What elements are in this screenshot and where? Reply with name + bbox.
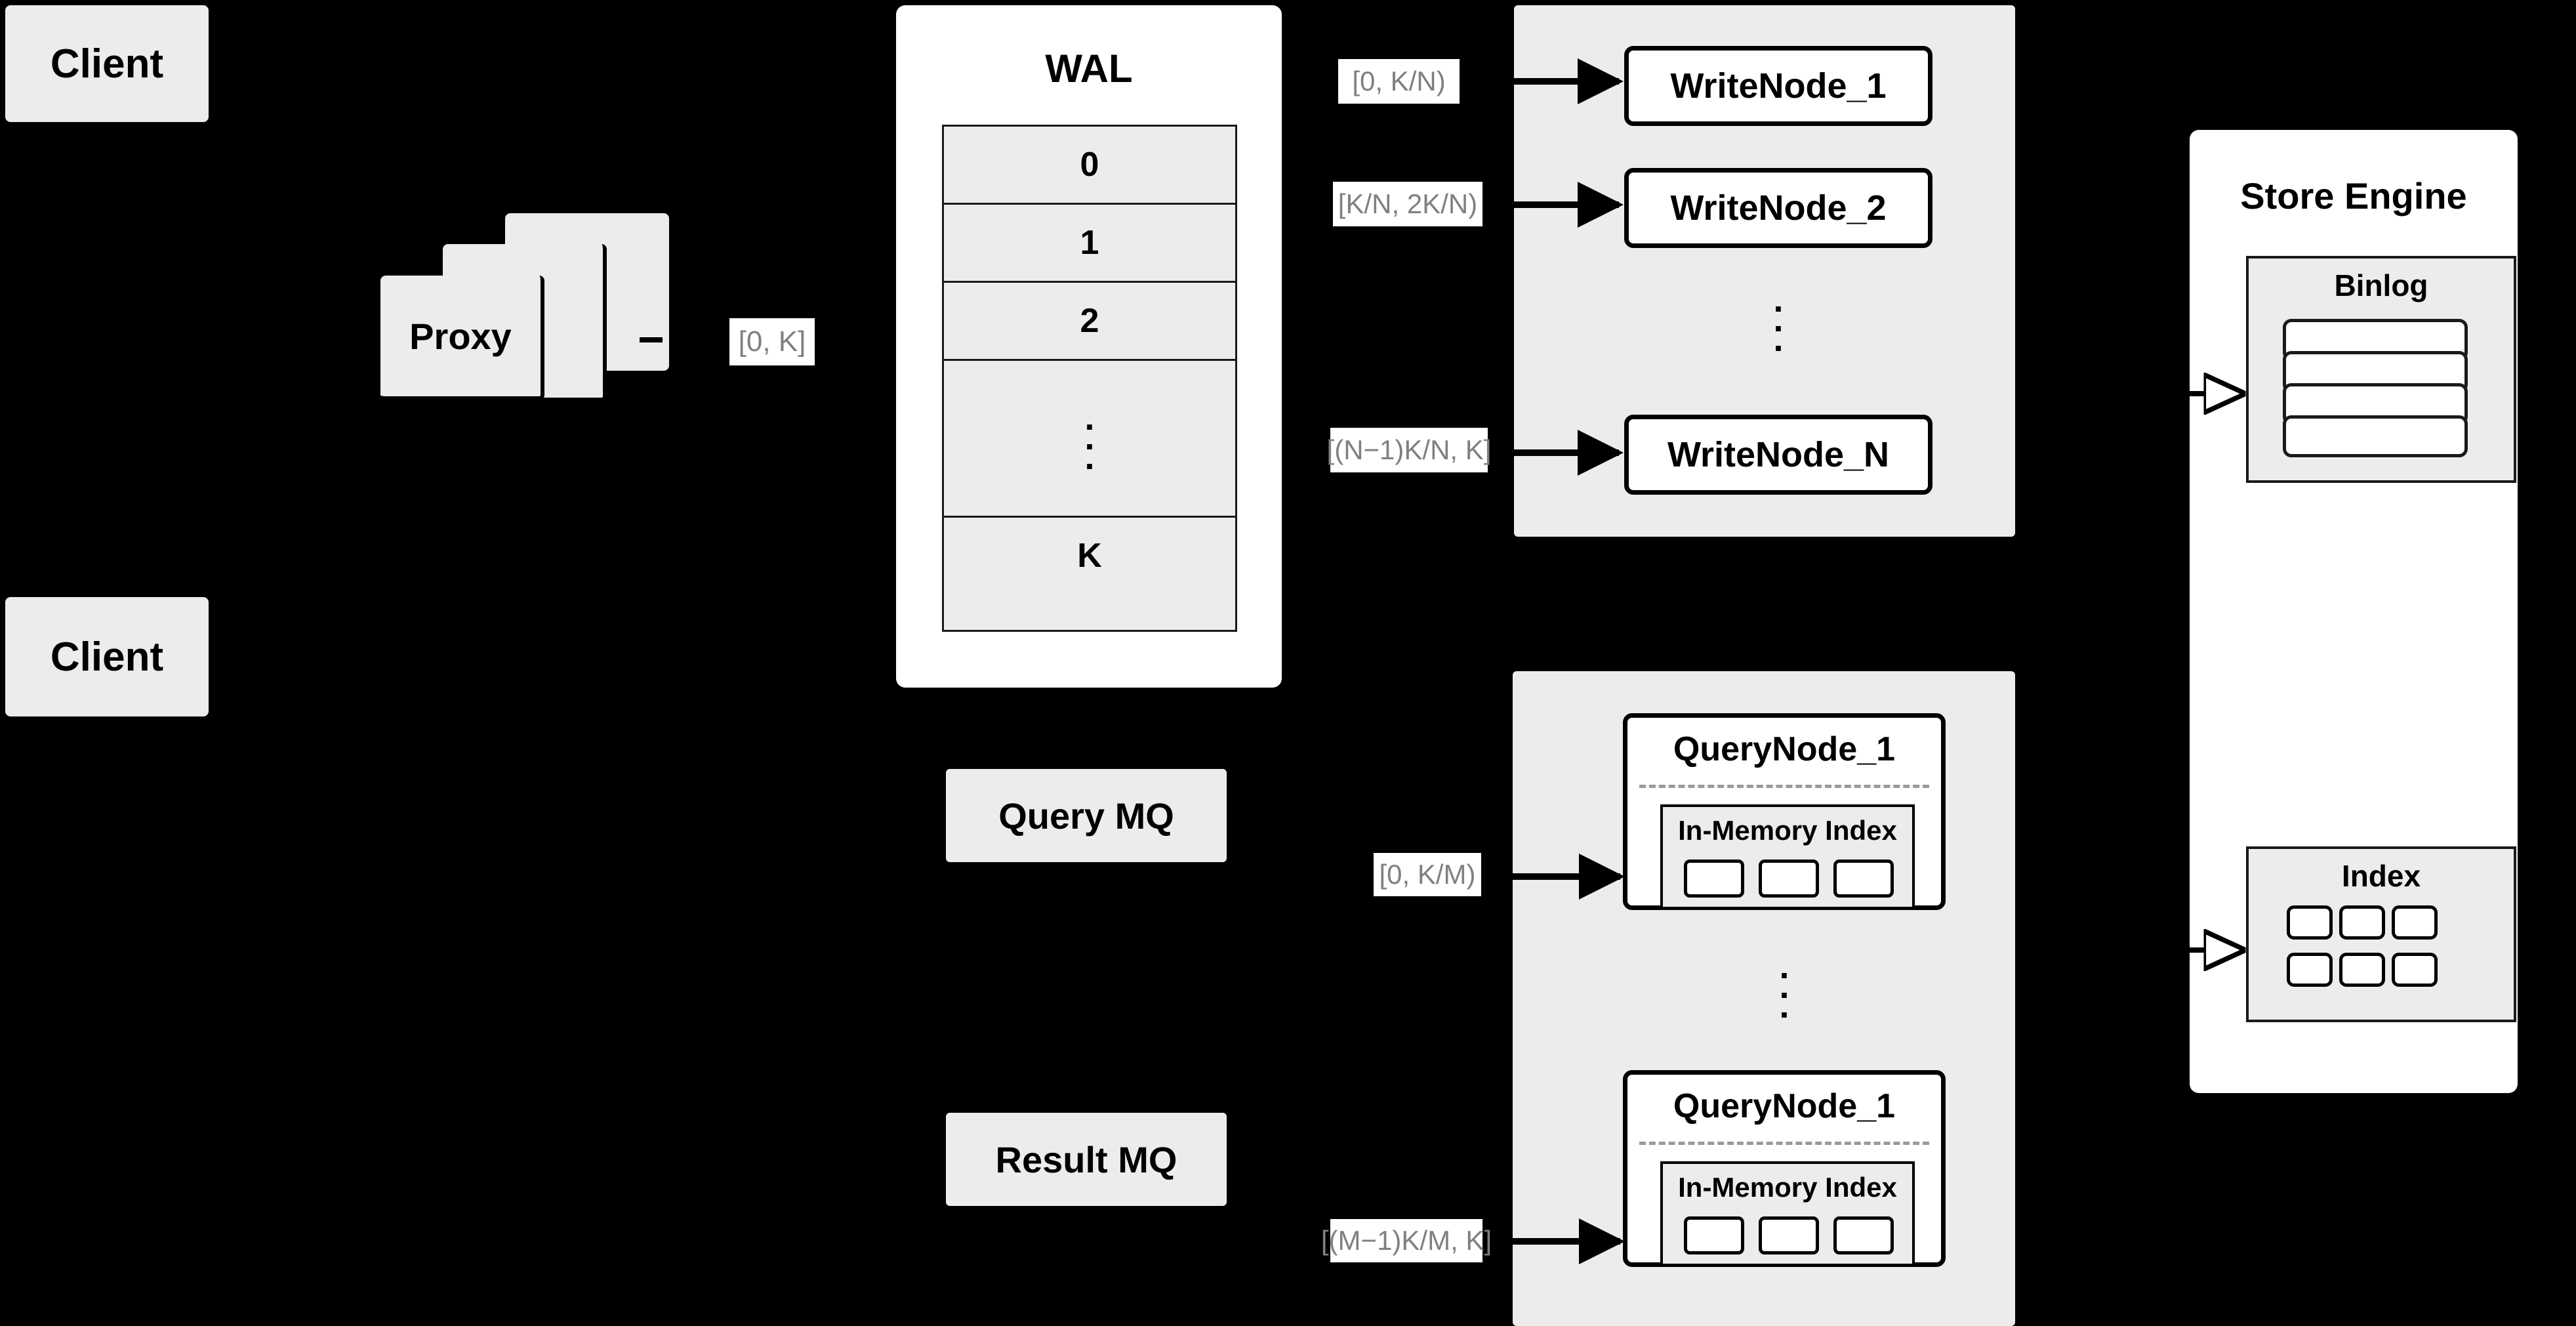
- index-chip[interactable]: [1833, 860, 1894, 898]
- query-node-1-title: QueryNode_1: [1673, 730, 1896, 768]
- wal-row-label: 0: [1080, 146, 1099, 184]
- query-node-1-divider: [1639, 785, 1929, 788]
- index-chip[interactable]: [2339, 953, 2385, 987]
- index-chip[interactable]: [1833, 1216, 1894, 1254]
- client-box-1[interactable]: Client: [5, 5, 209, 122]
- result-mq-box[interactable]: Result MQ: [946, 1113, 1227, 1206]
- query-node-group: QueryNode_1 In-Memory Index . . . QueryN…: [1513, 671, 2015, 1326]
- write-node-n[interactable]: WriteNode_N: [1624, 415, 1932, 495]
- query-mq-label: Query MQ: [998, 795, 1174, 837]
- write-node-2-label: WriteNode_2: [1670, 188, 1887, 228]
- index-chip[interactable]: [2392, 953, 2438, 987]
- write-node-1[interactable]: WriteNode_1: [1624, 46, 1932, 126]
- proxy-stack[interactable]: Proxy: [380, 213, 669, 433]
- query-node-m-divider: [1639, 1142, 1929, 1145]
- in-memory-index-title-1: In-Memory Index: [1678, 815, 1897, 846]
- query-node-m-in-memory-index: In-Memory Index: [1660, 1161, 1915, 1266]
- index-panel: Index: [2246, 846, 2516, 1022]
- client-box-2[interactable]: Client: [5, 597, 209, 716]
- write-node-2[interactable]: WriteNode_2: [1624, 168, 1932, 248]
- in-memory-index-title-2: In-Memory Index: [1678, 1172, 1897, 1203]
- query-node-vertical-dots: . . .: [1779, 947, 1789, 1026]
- proxy-card-front[interactable]: Proxy: [380, 276, 544, 400]
- write-node-n-label: WriteNode_N: [1667, 435, 1890, 474]
- binlog-panel: Binlog: [2246, 256, 2516, 483]
- query-mq-box[interactable]: Query MQ: [946, 769, 1227, 862]
- wal-row-1[interactable]: 1: [944, 205, 1235, 283]
- store-engine-title: Store Engine: [2240, 175, 2467, 217]
- query-node-1[interactable]: QueryNode_1 In-Memory Index: [1623, 713, 1946, 910]
- index-title: Index: [2341, 859, 2421, 893]
- edge-label-write-node-1: [0, K/N): [1338, 59, 1460, 104]
- wal-panel: WAL 0 1 2 . . . K: [896, 5, 1282, 688]
- wal-row-2[interactable]: 2: [944, 283, 1235, 361]
- wal-vertical-dots: . . .: [1084, 398, 1095, 477]
- index-chip[interactable]: [1684, 860, 1744, 898]
- index-chip[interactable]: [2287, 905, 2333, 940]
- client-label-1: Client: [50, 41, 164, 87]
- query-node-1-in-memory-index: In-Memory Index: [1660, 804, 1915, 909]
- index-chip[interactable]: [2392, 905, 2438, 940]
- edge-label-write-node-n: [(N−1)K/N, K]: [1327, 428, 1491, 472]
- write-node-1-label: WriteNode_1: [1670, 66, 1887, 106]
- index-chip[interactable]: [1684, 1216, 1744, 1254]
- proxy-label: Proxy: [409, 315, 512, 357]
- store-engine-panel: Store Engine Binlog Index: [2190, 130, 2518, 1093]
- wal-row-ellipsis: . . .: [944, 361, 1235, 518]
- client-label-2: Client: [50, 634, 164, 680]
- edge-label-query-node-m: [(M−1)K/M, K]: [1321, 1219, 1492, 1262]
- edge-label-write-node-2: [K/N, 2K/N): [1333, 182, 1482, 226]
- wal-table: 0 1 2 . . . K: [942, 125, 1237, 632]
- wal-row-label: 1: [1080, 224, 1099, 262]
- write-node-vertical-dots: . . .: [1773, 280, 1784, 359]
- edge-label-text: [0, K]: [738, 325, 806, 358]
- index-chip[interactable]: [1759, 860, 1819, 898]
- binlog-row[interactable]: [2283, 415, 2468, 457]
- index-chip[interactable]: [1759, 1216, 1819, 1254]
- wal-row-label: K: [1077, 537, 1102, 575]
- result-mq-label: Result MQ: [995, 1138, 1177, 1180]
- edge-label-query-node-1: [0, K/M): [1374, 853, 1481, 896]
- index-chip[interactable]: [2287, 953, 2333, 987]
- index-chip[interactable]: [2339, 905, 2385, 940]
- query-node-m[interactable]: QueryNode_1 In-Memory Index: [1623, 1070, 1946, 1267]
- wal-row-0[interactable]: 0: [944, 127, 1235, 205]
- write-node-group: WriteNode_1 WriteNode_2 . . . WriteNode_…: [1514, 5, 2015, 537]
- wal-title: WAL: [1045, 47, 1133, 91]
- wal-row-label: 2: [1080, 302, 1099, 340]
- binlog-title: Binlog: [2334, 268, 2428, 302]
- edge-label-proxy-to-wal: [0, K]: [729, 318, 815, 365]
- wal-row-k[interactable]: K: [944, 518, 1235, 594]
- query-node-m-title: QueryNode_1: [1673, 1087, 1896, 1125]
